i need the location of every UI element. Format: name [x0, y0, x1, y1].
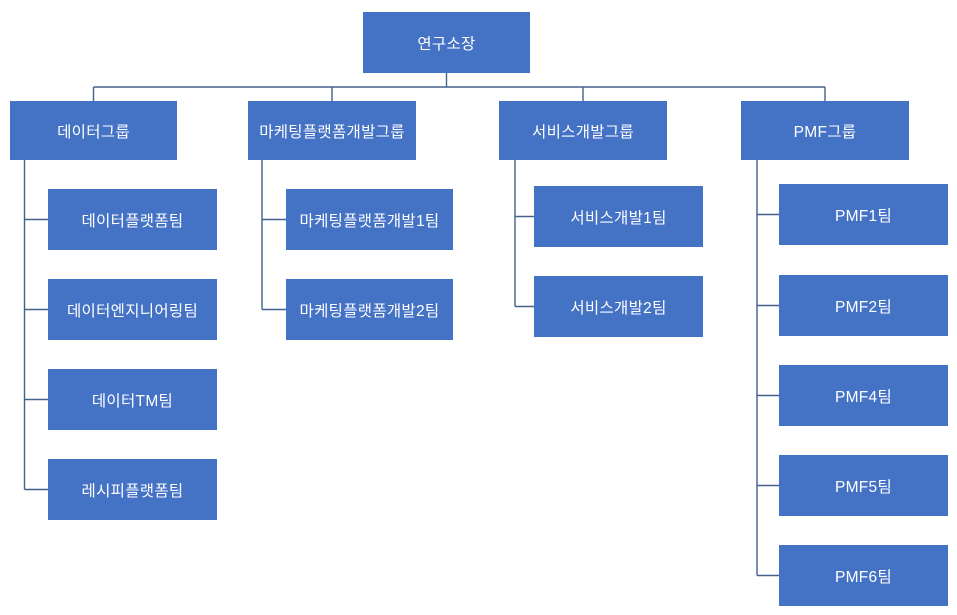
org-node-label: 마케팅플랫폼개발그룹 [259, 123, 405, 141]
org-node-group-data: 데이터그룹 [10, 101, 177, 160]
org-node-team: 서비스개발1팀 [534, 186, 703, 247]
org-node-group-marketing-platform: 마케팅플랫폼개발그룹 [248, 101, 416, 160]
org-node-label: 서비스개발그룹 [532, 123, 634, 141]
org-node-team: 데이터TM팀 [48, 369, 217, 430]
org-node-label: 데이터엔지니어링팀 [66, 302, 199, 320]
org-node-team: 마케팅플랫폼개발2팀 [286, 279, 453, 340]
org-node-label: 마케팅플랫폼개발1팀 [299, 212, 440, 230]
org-node-label: 레시피플랫폼팀 [81, 482, 184, 500]
org-node-label: 서비스개발2팀 [570, 299, 667, 317]
org-node-team: 데이터플랫폼팀 [48, 189, 217, 250]
org-node-label: PMF그룹 [793, 123, 857, 141]
org-node-team: PMF5팀 [779, 455, 948, 516]
org-node-label: 데이터그룹 [57, 123, 130, 141]
org-node-label: PMF4팀 [834, 388, 893, 406]
org-node-label: 데이터플랫폼팀 [81, 212, 184, 230]
org-node-label: 연구소장 [417, 35, 476, 53]
org-node-label: 서비스개발1팀 [570, 209, 667, 227]
org-node-label: PMF1팀 [834, 207, 893, 225]
org-node-label: 마케팅플랫폼개발2팀 [299, 302, 440, 320]
org-node-team: PMF6팀 [779, 545, 948, 606]
org-node-team: 서비스개발2팀 [534, 276, 703, 337]
org-node-team: 마케팅플랫폼개발1팀 [286, 189, 453, 250]
org-node-group-pmf: PMF그룹 [741, 101, 909, 160]
org-node-team: 레시피플랫폼팀 [48, 459, 217, 520]
org-node-group-service-dev: 서비스개발그룹 [499, 101, 667, 160]
org-node-label: PMF5팀 [834, 478, 893, 496]
org-node-team: PMF1팀 [779, 184, 948, 245]
org-node-label: PMF2팀 [834, 298, 893, 316]
org-node-root: 연구소장 [363, 12, 530, 73]
org-node-team: PMF4팀 [779, 365, 948, 426]
org-node-label: 데이터TM팀 [91, 392, 174, 410]
org-node-label: PMF6팀 [834, 568, 893, 586]
org-node-team: PMF2팀 [779, 275, 948, 336]
org-node-team: 데이터엔지니어링팀 [48, 279, 217, 340]
